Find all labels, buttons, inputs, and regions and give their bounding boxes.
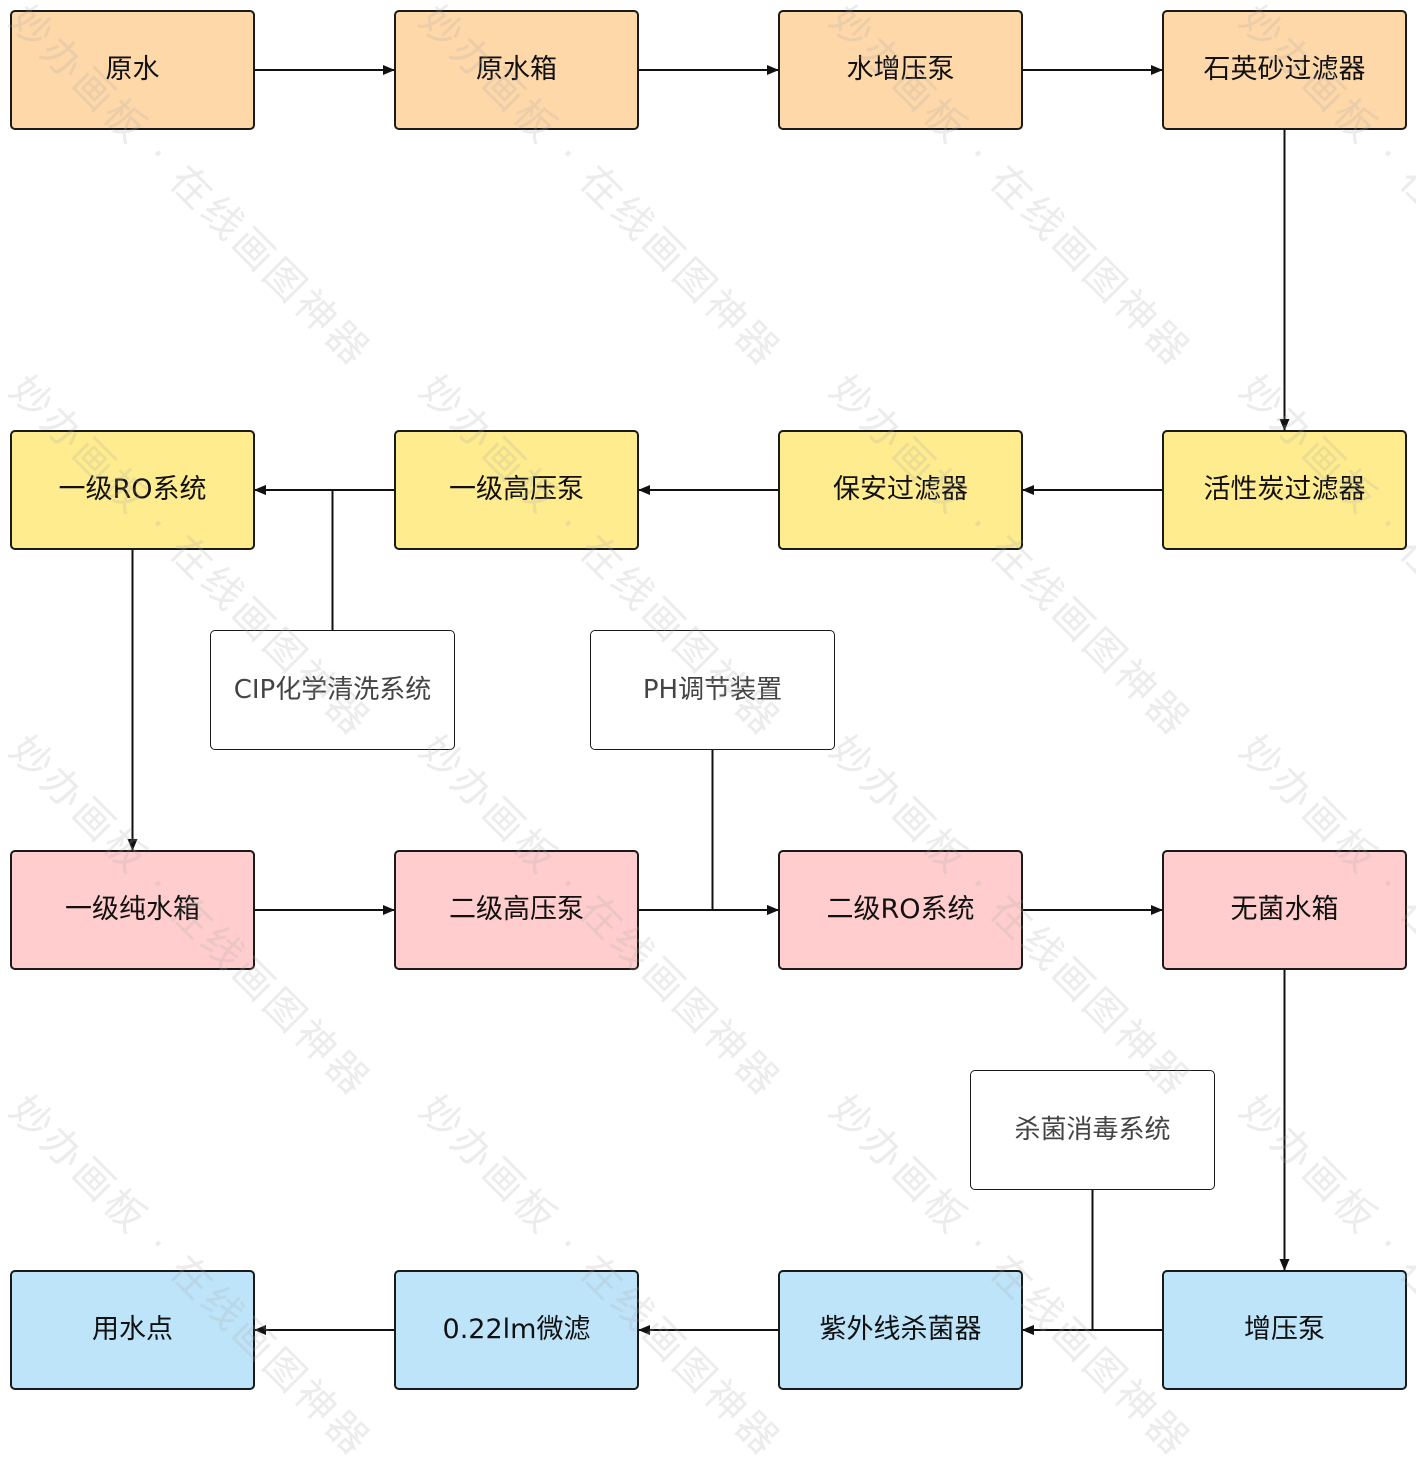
node-label: 保安过滤器 — [833, 473, 968, 505]
edge-a2-to-n11 — [711, 750, 779, 915]
node-label: 石英砂过滤器 — [1203, 53, 1366, 85]
edge-a1-to-n8 — [254, 485, 334, 630]
node-secondary-ro-system[interactable]: 二级RO系统 — [778, 850, 1023, 970]
node-label: 二级高压泵 — [449, 893, 584, 925]
node-raw-water-tank[interactable]: 原水箱 — [394, 10, 639, 130]
node-label: 原水 — [105, 53, 160, 85]
node-microfilter[interactable]: 0.22lm微滤 — [394, 1270, 639, 1390]
node-label: 活性炭过滤器 — [1203, 473, 1366, 505]
node-label: CIP化学清洗系统 — [233, 674, 432, 705]
node-label: 增压泵 — [1244, 1313, 1325, 1345]
node-secondary-high-pressure-pump[interactable]: 二级高压泵 — [394, 850, 639, 970]
node-raw-water[interactable]: 原水 — [10, 10, 255, 130]
edges-layer — [127, 65, 1290, 1335]
node-label: 0.22lm微滤 — [442, 1313, 591, 1345]
node-label: 无菌水箱 — [1230, 893, 1339, 925]
node-primary-high-pressure-pump[interactable]: 一级高压泵 — [394, 430, 639, 550]
node-primary-ro-system[interactable]: 一级RO系统 — [10, 430, 255, 550]
node-ph-adjustment-device[interactable]: PH调节装置 — [590, 630, 835, 750]
node-activated-carbon-filter[interactable]: 活性炭过滤器 — [1162, 430, 1407, 550]
node-label: 一级纯水箱 — [65, 893, 200, 925]
node-label: 紫外线杀菌器 — [819, 1313, 982, 1345]
node-label: 原水箱 — [476, 53, 557, 85]
node-water-booster-pump[interactable]: 水增压泵 — [778, 10, 1023, 130]
node-label: 一级高压泵 — [449, 473, 584, 505]
node-label: 水增压泵 — [846, 53, 955, 85]
node-label: 一级RO系统 — [58, 473, 207, 505]
node-label: 二级RO系统 — [826, 893, 975, 925]
node-label: 杀菌消毒系统 — [1014, 1114, 1171, 1145]
node-security-filter[interactable]: 保安过滤器 — [778, 430, 1023, 550]
edge-a3-to-n14 — [1022, 1190, 1094, 1335]
node-quartz-sand-filter[interactable]: 石英砂过滤器 — [1162, 10, 1407, 130]
node-sterile-water-tank[interactable]: 无菌水箱 — [1162, 850, 1407, 970]
node-label: PH调节装置 — [642, 674, 783, 705]
node-water-use-point[interactable]: 用水点 — [10, 1270, 255, 1390]
node-uv-sterilizer[interactable]: 紫外线杀菌器 — [778, 1270, 1023, 1390]
node-disinfection-system[interactable]: 杀菌消毒系统 — [970, 1070, 1215, 1190]
node-cip-cleaning-system[interactable]: CIP化学清洗系统 — [210, 630, 455, 750]
node-label: 用水点 — [92, 1313, 173, 1345]
node-primary-pure-water-tank[interactable]: 一级纯水箱 — [10, 850, 255, 970]
node-booster-pump[interactable]: 增压泵 — [1162, 1270, 1407, 1390]
